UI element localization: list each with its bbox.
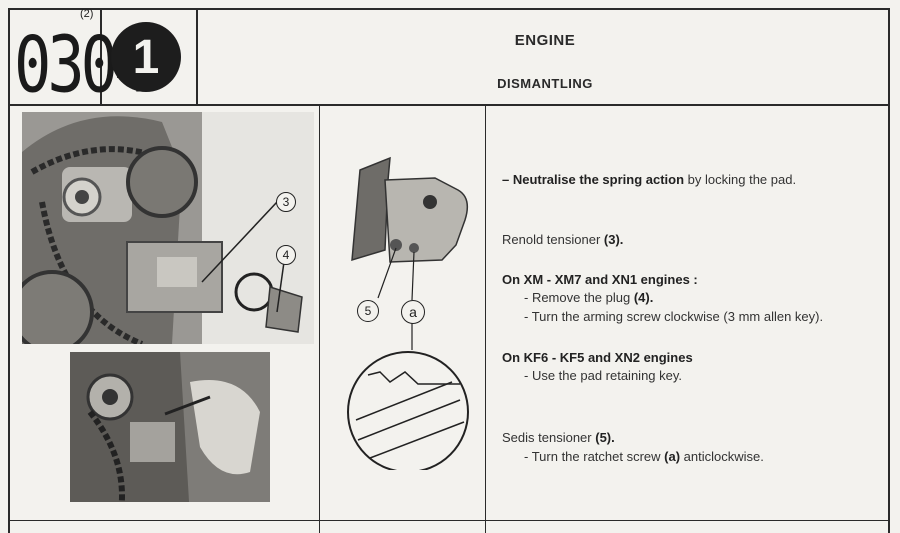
- section-number: 1: [132, 30, 160, 84]
- engine-photo-bottom: [70, 352, 270, 518]
- xm-heading: On XM - XM7 and XN1 engines :: [502, 272, 698, 287]
- kf-heading: On KF6 - KF5 and XN2 engines: [502, 350, 693, 365]
- instruction-neutralise-bold: Neutralise the spring action: [512, 172, 685, 187]
- header-col-divider-1: [100, 8, 102, 104]
- instruction-neutralise-rest: by locking the pad.: [684, 172, 797, 187]
- sedis-step-b: anticlockwise.: [680, 449, 764, 464]
- instruction-dash: –: [502, 172, 513, 187]
- xm-step-1: - Remove the plug (4).: [502, 290, 653, 305]
- tensioner-diagram: [347, 156, 469, 470]
- body-col-divider-1: [319, 104, 320, 533]
- renold-text: Renold tensioner: [502, 232, 604, 247]
- section-code: 0304: [14, 14, 151, 110]
- sedis-step: - Turn the ratchet screw (a) anticlockwi…: [502, 449, 764, 464]
- instruction-neutralise: – Neutralise the spring action by lockin…: [502, 172, 796, 187]
- sedis-step-ref: (a): [664, 449, 681, 464]
- page-subtitle: DISMANTLING: [497, 76, 593, 91]
- xm-heading-text: On XM - XM7 and XN1 engines :: [502, 272, 698, 287]
- kf-heading-text: On KF6 - KF5 and XN2 engines: [502, 350, 693, 365]
- kf-step-1: - Use the pad retaining key.: [524, 368, 683, 383]
- engine-photo-bottom-illustration: [70, 352, 270, 518]
- diagram-callout-5: 5: [357, 300, 379, 322]
- section-code-superscript: (2): [80, 8, 94, 20]
- engine-photo-top-illustration: [22, 112, 314, 344]
- sedis-step-a: - Turn the ratchet screw: [524, 449, 665, 464]
- renold-ref: (3).: [603, 232, 624, 247]
- page-title: ENGINE: [514, 32, 576, 49]
- section-number-badge: 1: [111, 22, 181, 92]
- diagram-callout-a: a: [401, 300, 425, 324]
- xm-step-1-ref: (4).: [633, 290, 654, 305]
- bottom-divider: [8, 520, 890, 521]
- photo-callout-3-label: 3: [282, 195, 290, 209]
- photo-callout-4-label: 4: [282, 248, 290, 262]
- photo-callout-3: 3: [276, 192, 296, 212]
- engine-photo-top: [22, 112, 314, 344]
- diagram-callout-a-label: a: [409, 304, 417, 320]
- xm-step-1-text: - Remove the plug: [524, 290, 634, 305]
- renold-heading: Renold tensioner (3).: [502, 232, 623, 247]
- sedis-heading: Sedis tensioner (5).: [502, 430, 615, 445]
- header-col-divider-2: [196, 8, 198, 104]
- sedis-text: Sedis tensioner: [502, 430, 596, 445]
- body-col-divider-2: [485, 104, 486, 533]
- diagram-callout-5-label: 5: [364, 304, 372, 318]
- header-divider: [8, 104, 890, 106]
- photo-callout-4: 4: [276, 245, 296, 265]
- xm-step-2: - Turn the arming screw clockwise (3 mm …: [524, 309, 824, 324]
- page-frame: [8, 8, 890, 533]
- sedis-ref: (5).: [595, 430, 615, 445]
